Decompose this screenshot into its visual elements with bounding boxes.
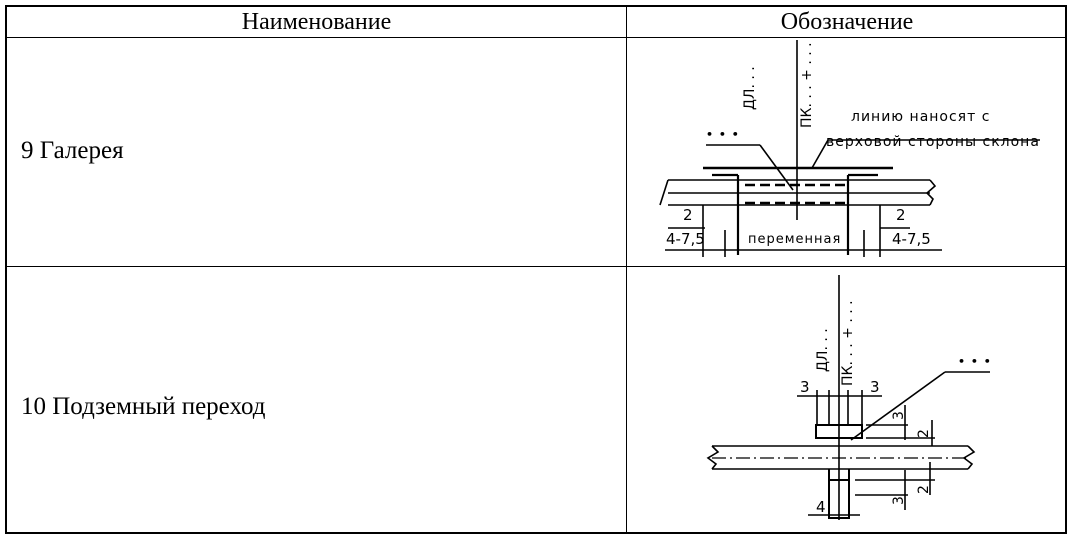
gallery-note-line1: линию наносят с bbox=[851, 109, 991, 125]
symbols-table: Наименование Обозначение 9 Галерея 10 По… bbox=[5, 5, 1067, 534]
underpass-dim-bottom: 4 bbox=[816, 498, 826, 516]
underpass-dim-top-right: 3 bbox=[870, 378, 880, 396]
header-designation: Обозначение bbox=[780, 9, 914, 35]
underpass-mark-top: ДЛ. . . bbox=[815, 328, 831, 372]
gallery-dim-left: 4-7,5 bbox=[666, 230, 705, 248]
row-divider bbox=[7, 266, 1065, 267]
underpass-dim-v-bottom-b: 2 bbox=[916, 485, 932, 494]
underpass-dim-v-top-b: 2 bbox=[916, 429, 932, 438]
gallery-mark-bottom: ПК. . . + . . . bbox=[799, 42, 815, 128]
underpass-dim-v-top-a: 3 bbox=[891, 411, 907, 420]
underpass-dim-v-bottom-a: 3 bbox=[891, 496, 907, 505]
underpass-dim-top-left: 3 bbox=[800, 378, 810, 396]
header-name: Наименование bbox=[241, 9, 392, 35]
gallery-mark-top: ДЛ. . . bbox=[742, 66, 758, 110]
gallery-note-line2: верховой стороны склона bbox=[826, 134, 1040, 150]
gallery-dim-right-small: 2 bbox=[896, 206, 906, 224]
underpass-mark-bottom: ПК. . . + . . . bbox=[840, 300, 856, 386]
underpass-dots: • • • bbox=[958, 355, 992, 368]
gallery-dim-center: переменная bbox=[748, 232, 842, 247]
row-name-gallery: 9 Галерея bbox=[21, 137, 124, 164]
gallery-dim-right: 4-7,5 bbox=[892, 230, 931, 248]
header-divider bbox=[7, 37, 1065, 38]
gallery-dim-left-small: 2 bbox=[683, 206, 693, 224]
column-divider bbox=[626, 7, 627, 532]
gallery-dots: • • • bbox=[706, 128, 740, 141]
row-name-underpass: 10 Подземный переход bbox=[21, 393, 266, 420]
